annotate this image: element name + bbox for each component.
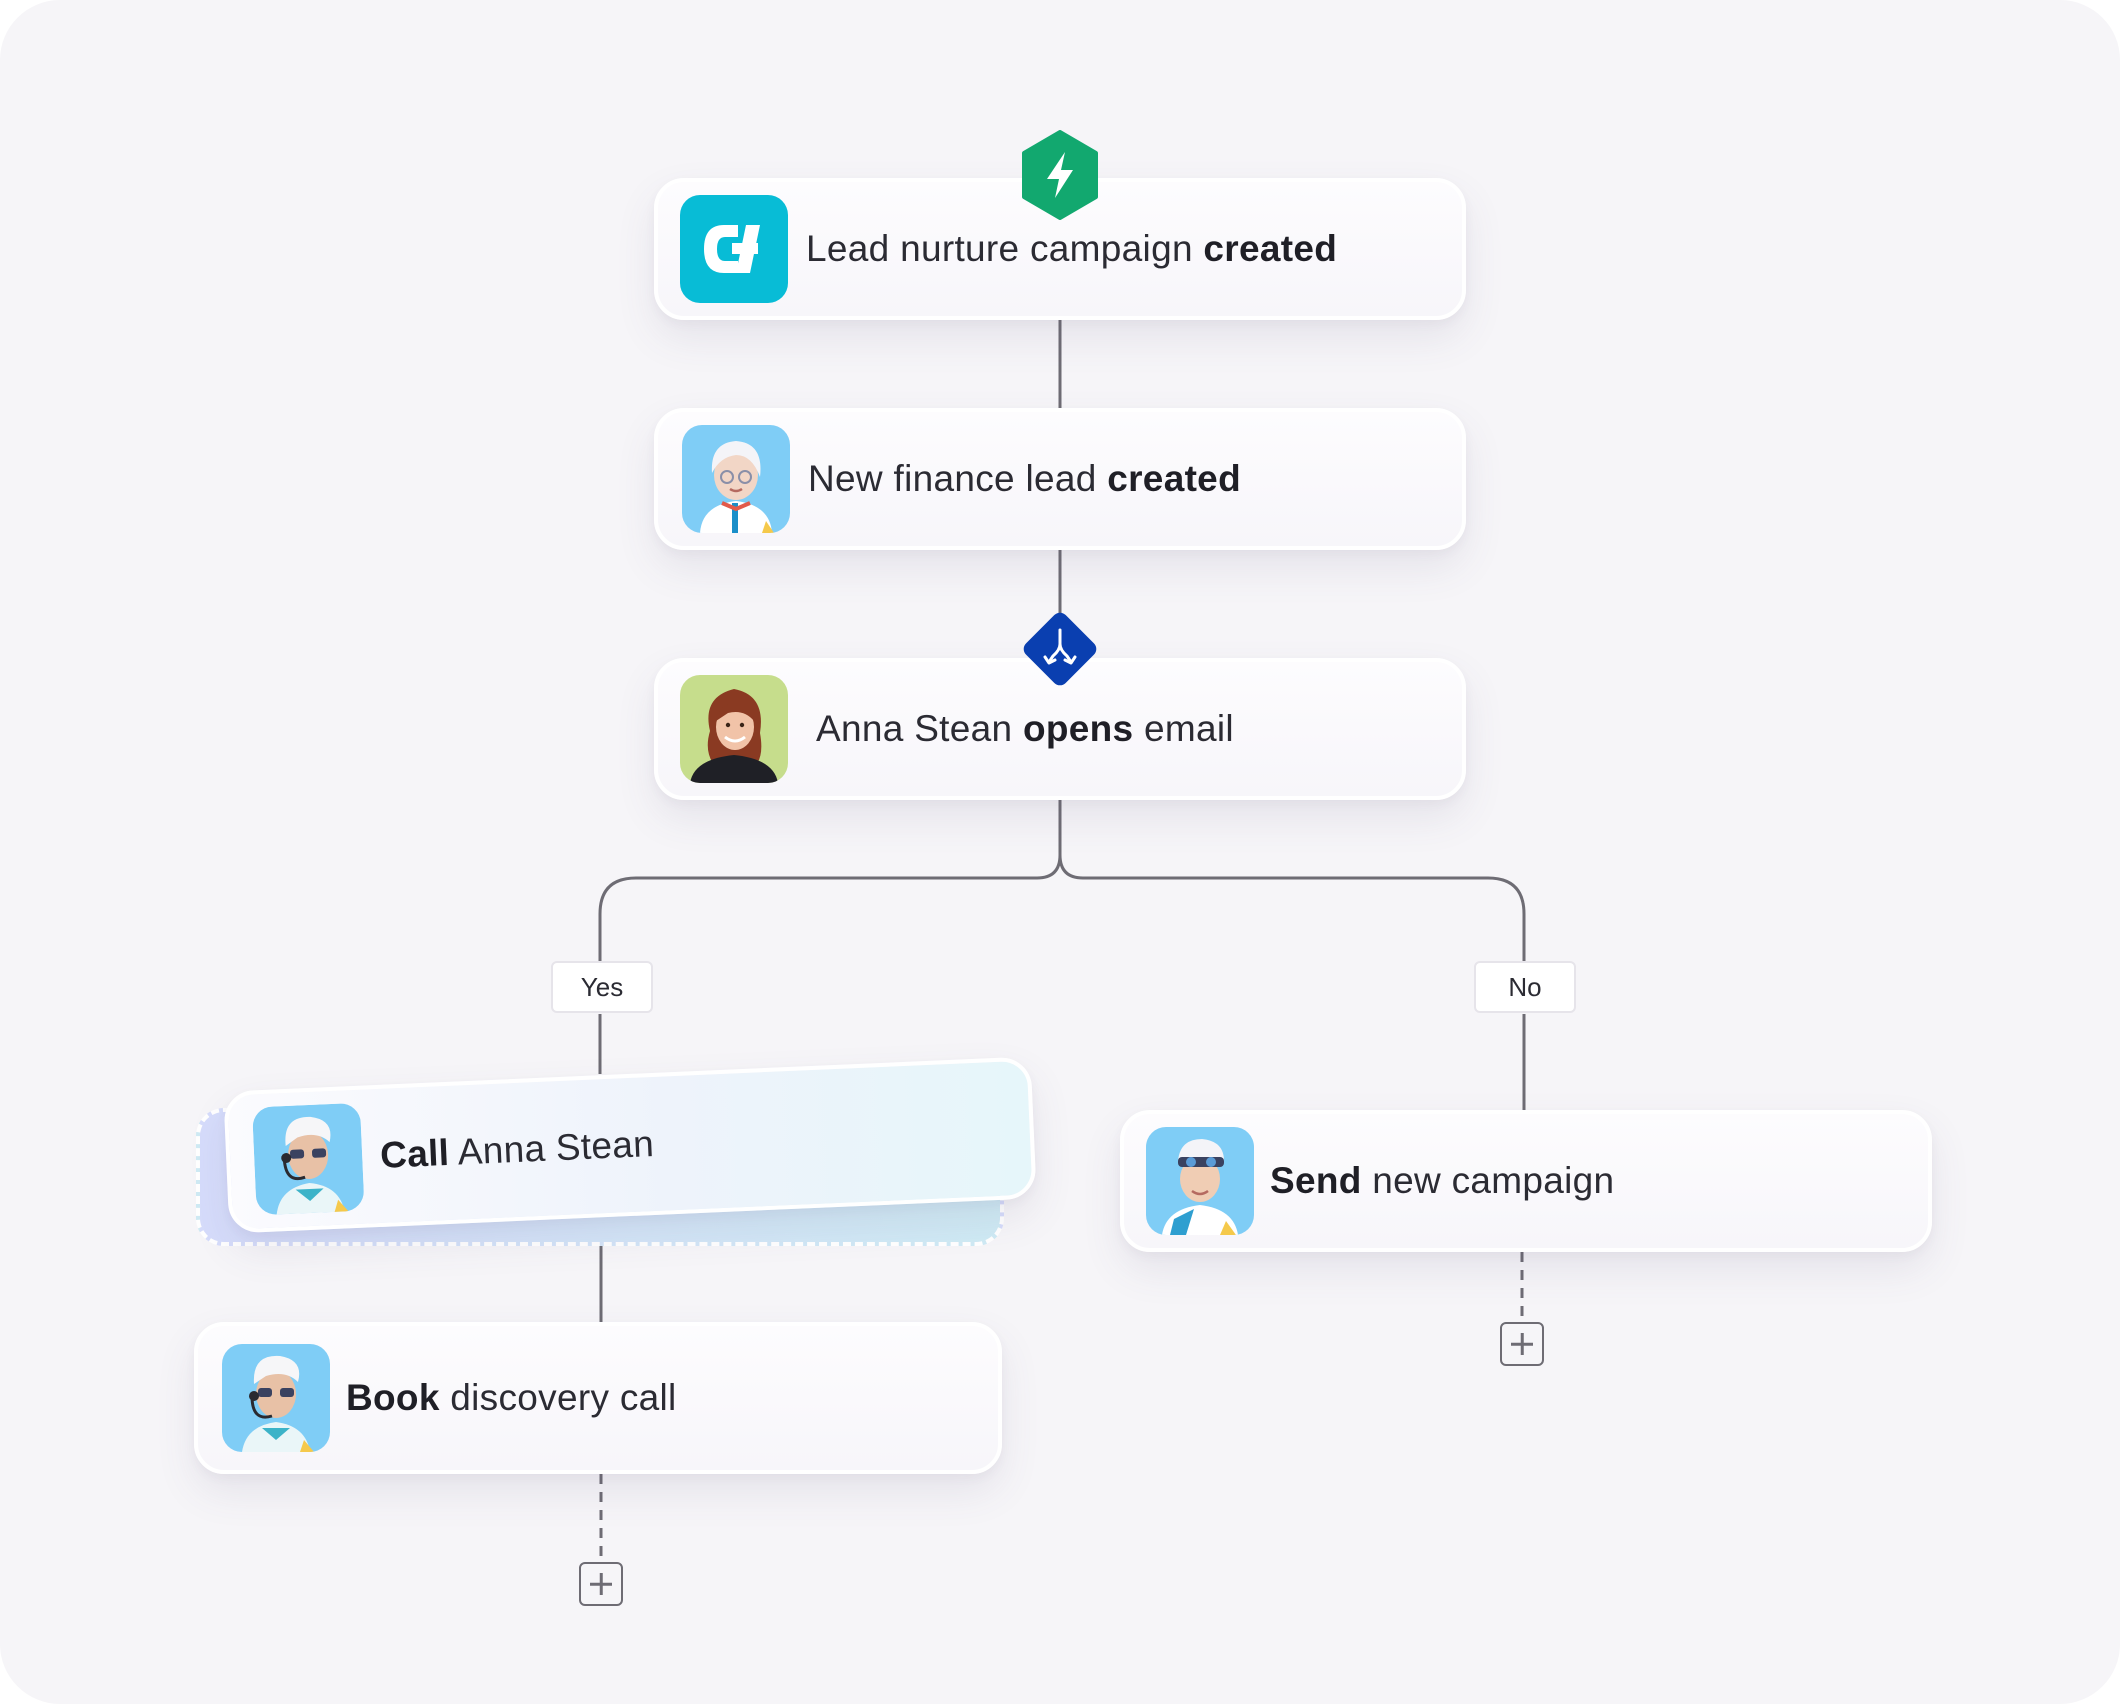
avatar-anna-stean-icon (680, 675, 788, 783)
avatar-headset-agent-icon (222, 1344, 330, 1452)
node-label: New finance lead created (808, 458, 1241, 499)
node-label: Lead nurture campaign created (806, 228, 1338, 269)
node-label: Book discovery call (346, 1377, 677, 1418)
app-logo-icon (680, 195, 788, 303)
node-label: Call Anna Stean (379, 1122, 655, 1176)
split-branch-icon (1015, 604, 1105, 694)
node-new-finance-lead[interactable]: New finance lead created (654, 408, 1466, 550)
node-book-discovery-call[interactable]: Book discovery call (194, 1322, 1002, 1474)
avatar-female-3d-icon (682, 425, 790, 533)
avatar-headset-agent-icon (252, 1102, 365, 1216)
avatar-pilot-3d-icon (1146, 1127, 1254, 1235)
node-label: Anna Stean opens email (816, 708, 1234, 749)
add-step-button-yes-branch[interactable] (579, 1562, 623, 1606)
branch-no-tag: No (1474, 961, 1576, 1013)
connector-condition-split-right (1058, 854, 1526, 962)
node-anna-opens-email[interactable]: Anna Stean opens email (654, 658, 1466, 800)
connector-condition-split (598, 800, 1062, 962)
branch-yes-tag: Yes (551, 961, 653, 1013)
node-call-anna-stean[interactable]: Call Anna Stean (223, 1056, 1037, 1234)
node-send-new-campaign[interactable]: Send new campaign (1120, 1110, 1932, 1252)
node-label: Send new campaign (1270, 1160, 1615, 1201)
add-step-button-no-branch[interactable] (1500, 1322, 1544, 1366)
lightning-bolt-icon (1020, 130, 1100, 220)
